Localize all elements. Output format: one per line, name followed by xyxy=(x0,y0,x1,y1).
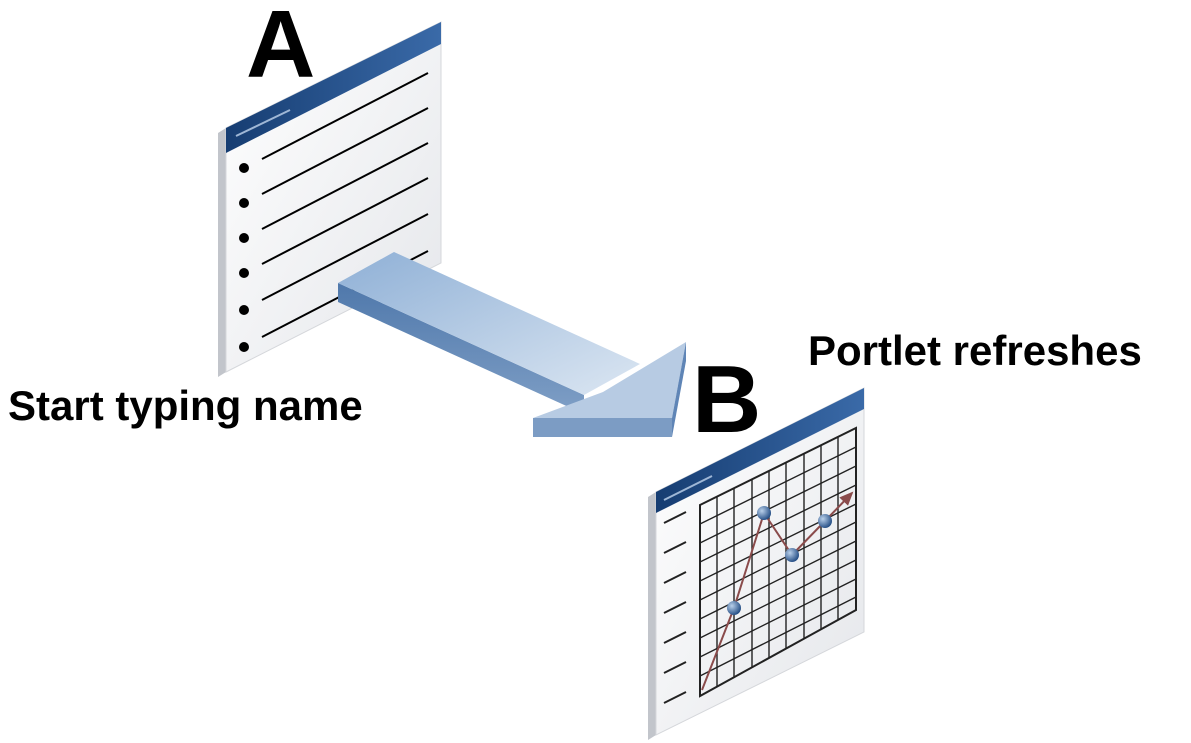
page-b-edge xyxy=(648,492,656,740)
page-b-document xyxy=(648,387,865,740)
chart-marker xyxy=(757,506,771,520)
page-b-caption: Portlet refreshes xyxy=(808,327,1142,374)
page-b-header-bar xyxy=(656,388,864,513)
page-b-letter: B xyxy=(692,346,761,453)
page-b-chart-grid xyxy=(699,426,857,698)
flow-arrow-icon xyxy=(338,252,686,437)
page-b-sidebar-lines xyxy=(663,511,687,704)
page-a-letter: A xyxy=(246,0,315,98)
chart-marker xyxy=(727,601,741,615)
chart-marker xyxy=(818,514,832,528)
page-a-edge xyxy=(218,128,226,377)
chart-marker xyxy=(785,548,799,562)
page-a-header-bar xyxy=(226,22,441,153)
page-a-caption: Start typing name xyxy=(8,382,363,429)
